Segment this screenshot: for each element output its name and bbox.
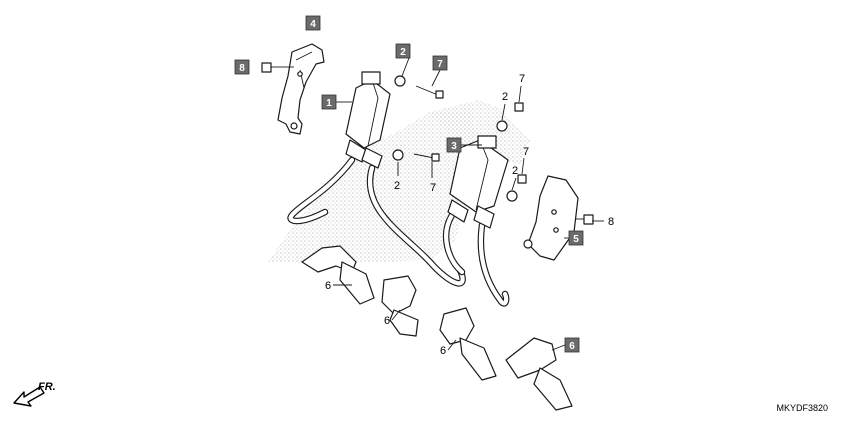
- callout-7-top-label: 7: [437, 59, 443, 70]
- callout-5-label: 5: [573, 234, 579, 245]
- front-indicator: FR.: [13, 381, 56, 407]
- bolts-part-7: [413, 85, 527, 184]
- callout-7-right-b: 7: [523, 146, 529, 158]
- diagram-code: MKYDF3820: [776, 403, 828, 413]
- front-indicator-label: FR.: [38, 381, 56, 393]
- callout-7-top: 7: [432, 55, 448, 71]
- callout-7-mid: 7: [430, 182, 436, 194]
- callout-8-right: 8: [608, 216, 614, 228]
- callout-2-right-b: 2: [512, 165, 518, 177]
- callout-3: 3: [446, 137, 462, 153]
- callout-4: 4: [305, 15, 321, 31]
- leader-lines: [284, 57, 604, 351]
- callout-8-left-label: 8: [239, 63, 245, 74]
- callout-6-a: 6: [325, 280, 331, 292]
- callout-1: 1: [321, 94, 337, 110]
- callout-1-label: 1: [326, 98, 332, 109]
- callout-2-top: 2: [395, 43, 411, 59]
- callout-5: 5: [568, 230, 584, 246]
- callout-2-mid: 2: [394, 180, 400, 192]
- callout-2-right-a: 2: [502, 91, 508, 103]
- bolt-8-right: [576, 214, 594, 225]
- bracket-part-5: [523, 175, 579, 261]
- ignition-cables: [287, 156, 510, 307]
- ignition-coil-3: [447, 135, 509, 229]
- callout-6-boxed: 6: [564, 337, 580, 353]
- front-arrow-icon: [13, 386, 45, 407]
- callout-6-b: 6: [384, 315, 390, 327]
- callout-2-top-label: 2: [400, 47, 406, 58]
- collars-part-2: [392, 75, 518, 202]
- bolt-8-left: [261, 62, 284, 73]
- bracket-part-4: [277, 43, 325, 135]
- callout-7-right-a: 7: [519, 73, 525, 85]
- plug-caps-part-6: [301, 245, 573, 411]
- callout-6-c: 6: [440, 345, 446, 357]
- ignition-coil-1: [345, 71, 391, 169]
- callout-6-boxed-label: 6: [569, 341, 575, 352]
- callout-4-label: 4: [310, 19, 316, 30]
- callout-3-label: 3: [451, 141, 457, 152]
- callout-8-left: 8: [234, 59, 250, 75]
